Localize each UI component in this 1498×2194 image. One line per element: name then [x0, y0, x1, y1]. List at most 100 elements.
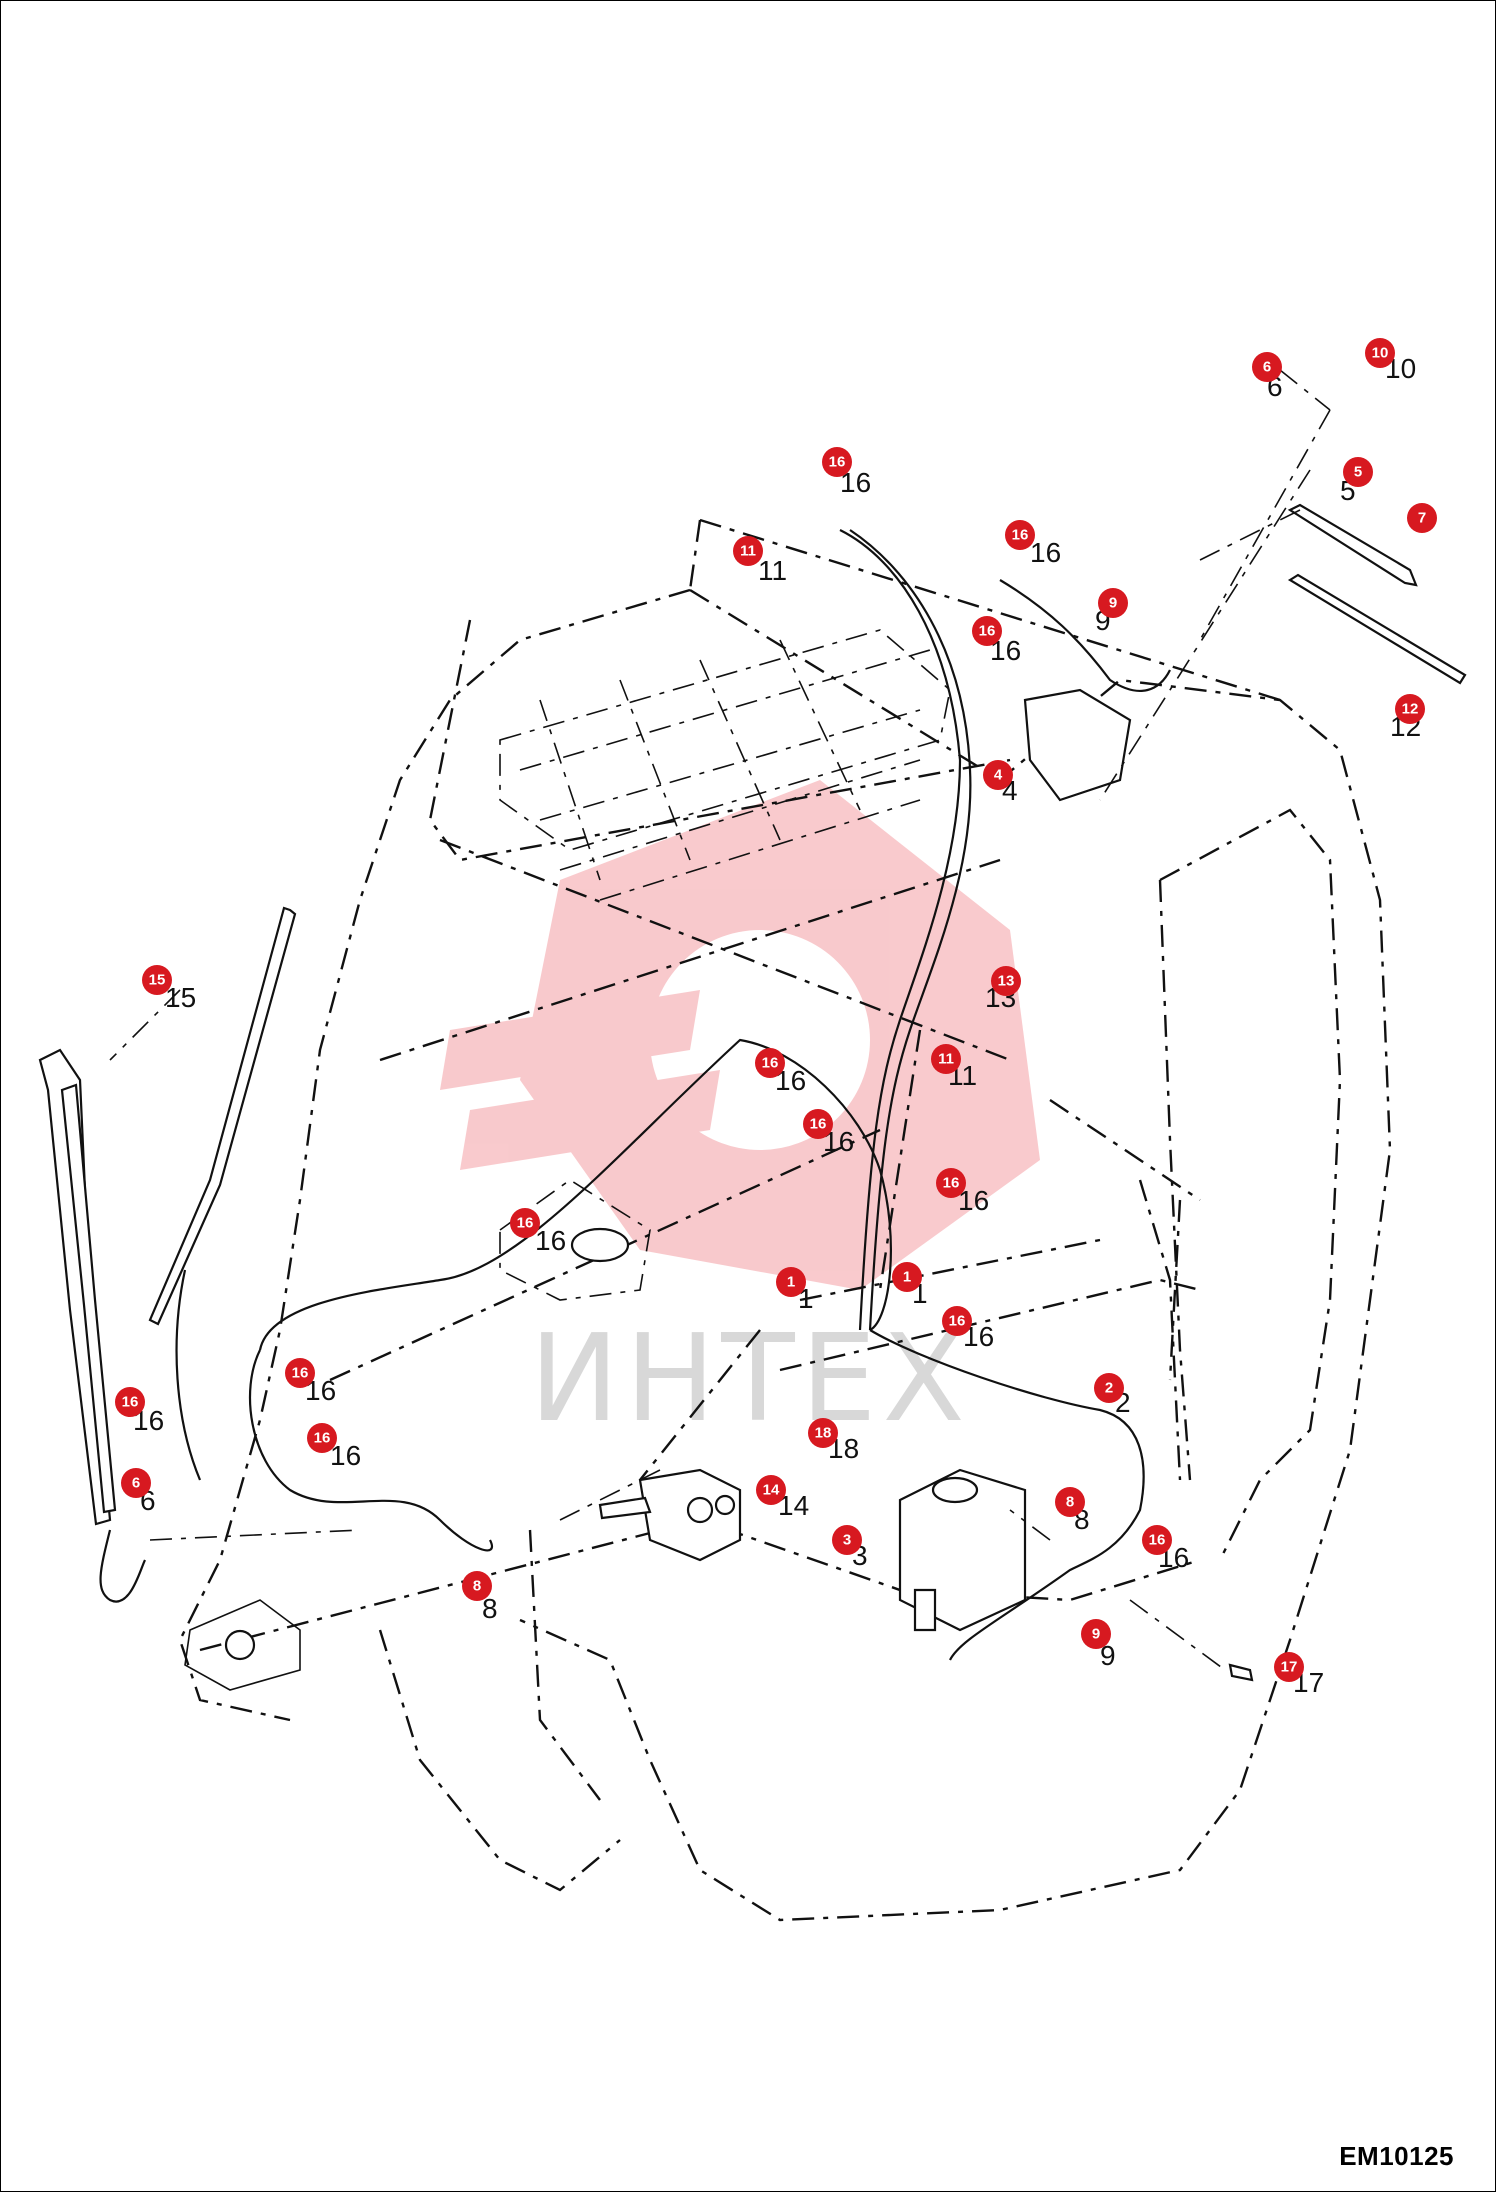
callout-badge-number: 16 [292, 1365, 309, 1382]
callout-badge-number: 16 [517, 1215, 534, 1232]
callout-badge [121, 1468, 151, 1498]
callout-badge-number: 14 [763, 1482, 780, 1499]
callout-badge-number: 1 [903, 1269, 911, 1286]
callout-badge [756, 1475, 786, 1505]
callout-5: 55 [1340, 457, 1373, 506]
callout-2: 22 [1094, 1373, 1131, 1418]
callout-badge [307, 1423, 337, 1453]
callout-7: 7 [1407, 503, 1437, 533]
washer-hoses [99, 529, 1171, 1661]
callout-6: 66 [121, 1468, 156, 1516]
part-number-label: 16 [535, 1225, 566, 1256]
callout-badge-number: 16 [122, 1394, 139, 1411]
callout-badge-number: 18 [815, 1425, 832, 1442]
callout-badge [803, 1109, 833, 1139]
callout-badge [1094, 1373, 1124, 1403]
callout-badge-number: 4 [994, 767, 1003, 784]
left-wiper-arm [38, 1048, 117, 1526]
callout-badge [972, 616, 1002, 646]
callout-badge-number: 6 [1263, 359, 1271, 376]
rear-wiper-arm [1287, 503, 1418, 587]
callout-badge-number: 16 [943, 1175, 960, 1192]
callout-badge [1395, 694, 1425, 724]
rear-mounting-plate [499, 1179, 651, 1301]
callout-badge [1407, 503, 1437, 533]
callout-badge-number: 16 [762, 1055, 779, 1072]
callout-badge [1274, 1652, 1304, 1682]
drawing-code: EM10125 [1339, 2141, 1454, 2171]
left-wiper-blade [148, 906, 297, 1326]
watermark-logo [440, 780, 1040, 1290]
callout-badge [936, 1168, 966, 1198]
part-number-label: 15 [165, 982, 196, 1013]
callout-badge-number: 17 [1281, 1659, 1298, 1676]
callout-badge [808, 1418, 838, 1448]
callout-badge [1142, 1525, 1172, 1555]
washer-reservoir [898, 1468, 1027, 1632]
callout-badge-number: 16 [314, 1430, 331, 1447]
callout-badge [822, 447, 852, 477]
callout-badge-number: 7 [1418, 510, 1426, 527]
callout-badge-number: 13 [998, 973, 1015, 990]
part-number-label: 16 [330, 1440, 361, 1471]
callout-badge-number: 9 [1109, 595, 1117, 612]
callout-badge-number: 16 [829, 454, 846, 471]
callout-badge-number: 16 [1012, 527, 1029, 544]
callout-6: 66 [1252, 352, 1283, 402]
callout-3: 33 [832, 1525, 868, 1571]
callout-4: 44 [983, 760, 1018, 806]
callout-1: 11 [776, 1267, 814, 1314]
callout-badge [983, 760, 1013, 790]
callout-badge-number: 2 [1105, 1380, 1113, 1397]
callout-badge [733, 536, 763, 566]
callout-badge-number: 12 [1402, 701, 1419, 718]
callout-badge [1005, 520, 1035, 550]
callout-badge-number: 9 [1092, 1626, 1100, 1643]
callout-badge [1252, 352, 1282, 382]
callout-badge [991, 966, 1021, 996]
callout-9: 99 [1095, 588, 1128, 636]
callout-badge [1055, 1487, 1085, 1517]
callout-badge-number: 10 [1372, 345, 1389, 362]
callout-8: 88 [462, 1571, 498, 1624]
callout-badge-number: 11 [740, 543, 756, 560]
callout-badge [1365, 338, 1395, 368]
callout-badge [510, 1208, 540, 1238]
callout-badge-number: 8 [473, 1578, 481, 1595]
front-bracket [184, 1599, 301, 1691]
callout-badge [755, 1048, 785, 1078]
callout-badge [832, 1525, 862, 1555]
callout-badge-number: 15 [149, 972, 166, 989]
callout-badge [285, 1358, 315, 1388]
callout-badge [142, 965, 172, 995]
part-number-label: 16 [1030, 537, 1061, 568]
callout-badge [1098, 588, 1128, 618]
callout-badge [942, 1306, 972, 1336]
washer-pump-valve [598, 1468, 742, 1562]
callout-badge-number: 16 [979, 623, 996, 640]
part-number-label: 11 [758, 555, 787, 586]
bolt [1228, 1663, 1254, 1682]
callout-badge [462, 1571, 492, 1601]
callout-badge-number: 16 [1149, 1532, 1166, 1549]
